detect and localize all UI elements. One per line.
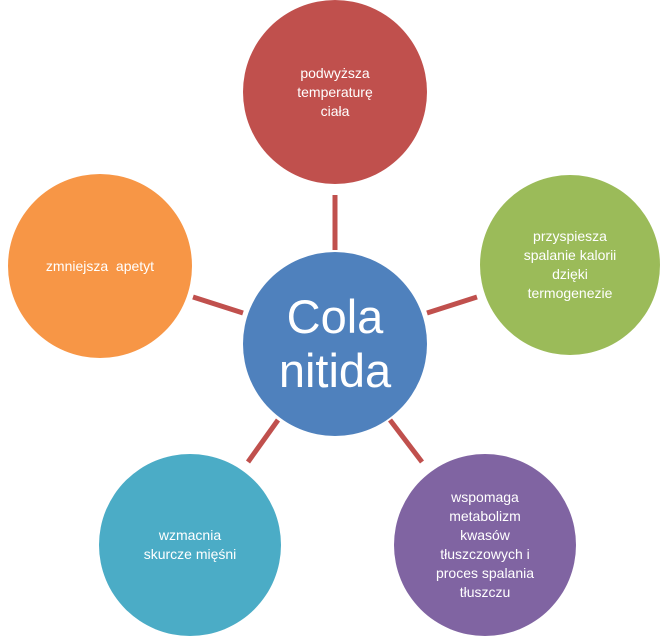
connector-bottom-right xyxy=(388,418,424,464)
center-node-cola-nitida: Cola nitida xyxy=(243,252,427,436)
node-calorie-burning: przyspiesza spalanie kalorii dzięki term… xyxy=(480,175,660,355)
node-body-temperature: podwyższa temperaturę ciała xyxy=(243,0,427,184)
connector-bottom-left xyxy=(245,418,281,464)
node-label: wspomaga metabolizm kwasów tłuszczowych … xyxy=(435,489,535,600)
node-fat-metabolism: wspomaga metabolizm kwasów tłuszczowych … xyxy=(394,454,576,636)
node-muscle-contractions: wzmacnia skurcze mięśni xyxy=(99,454,281,636)
node-label: podwyższa temperaturę ciała xyxy=(297,64,373,119)
connector-left xyxy=(192,294,244,316)
center-label: Cola nitida xyxy=(278,290,392,397)
node-label: przyspiesza spalanie kalorii dzięki term… xyxy=(523,228,617,301)
node-label: wzmacnia skurcze mięśni xyxy=(143,527,237,562)
node-appetite: zmniejsza apetyt xyxy=(8,174,192,358)
connector-right xyxy=(426,294,478,316)
node-label: zmniejsza apetyt xyxy=(45,257,155,274)
